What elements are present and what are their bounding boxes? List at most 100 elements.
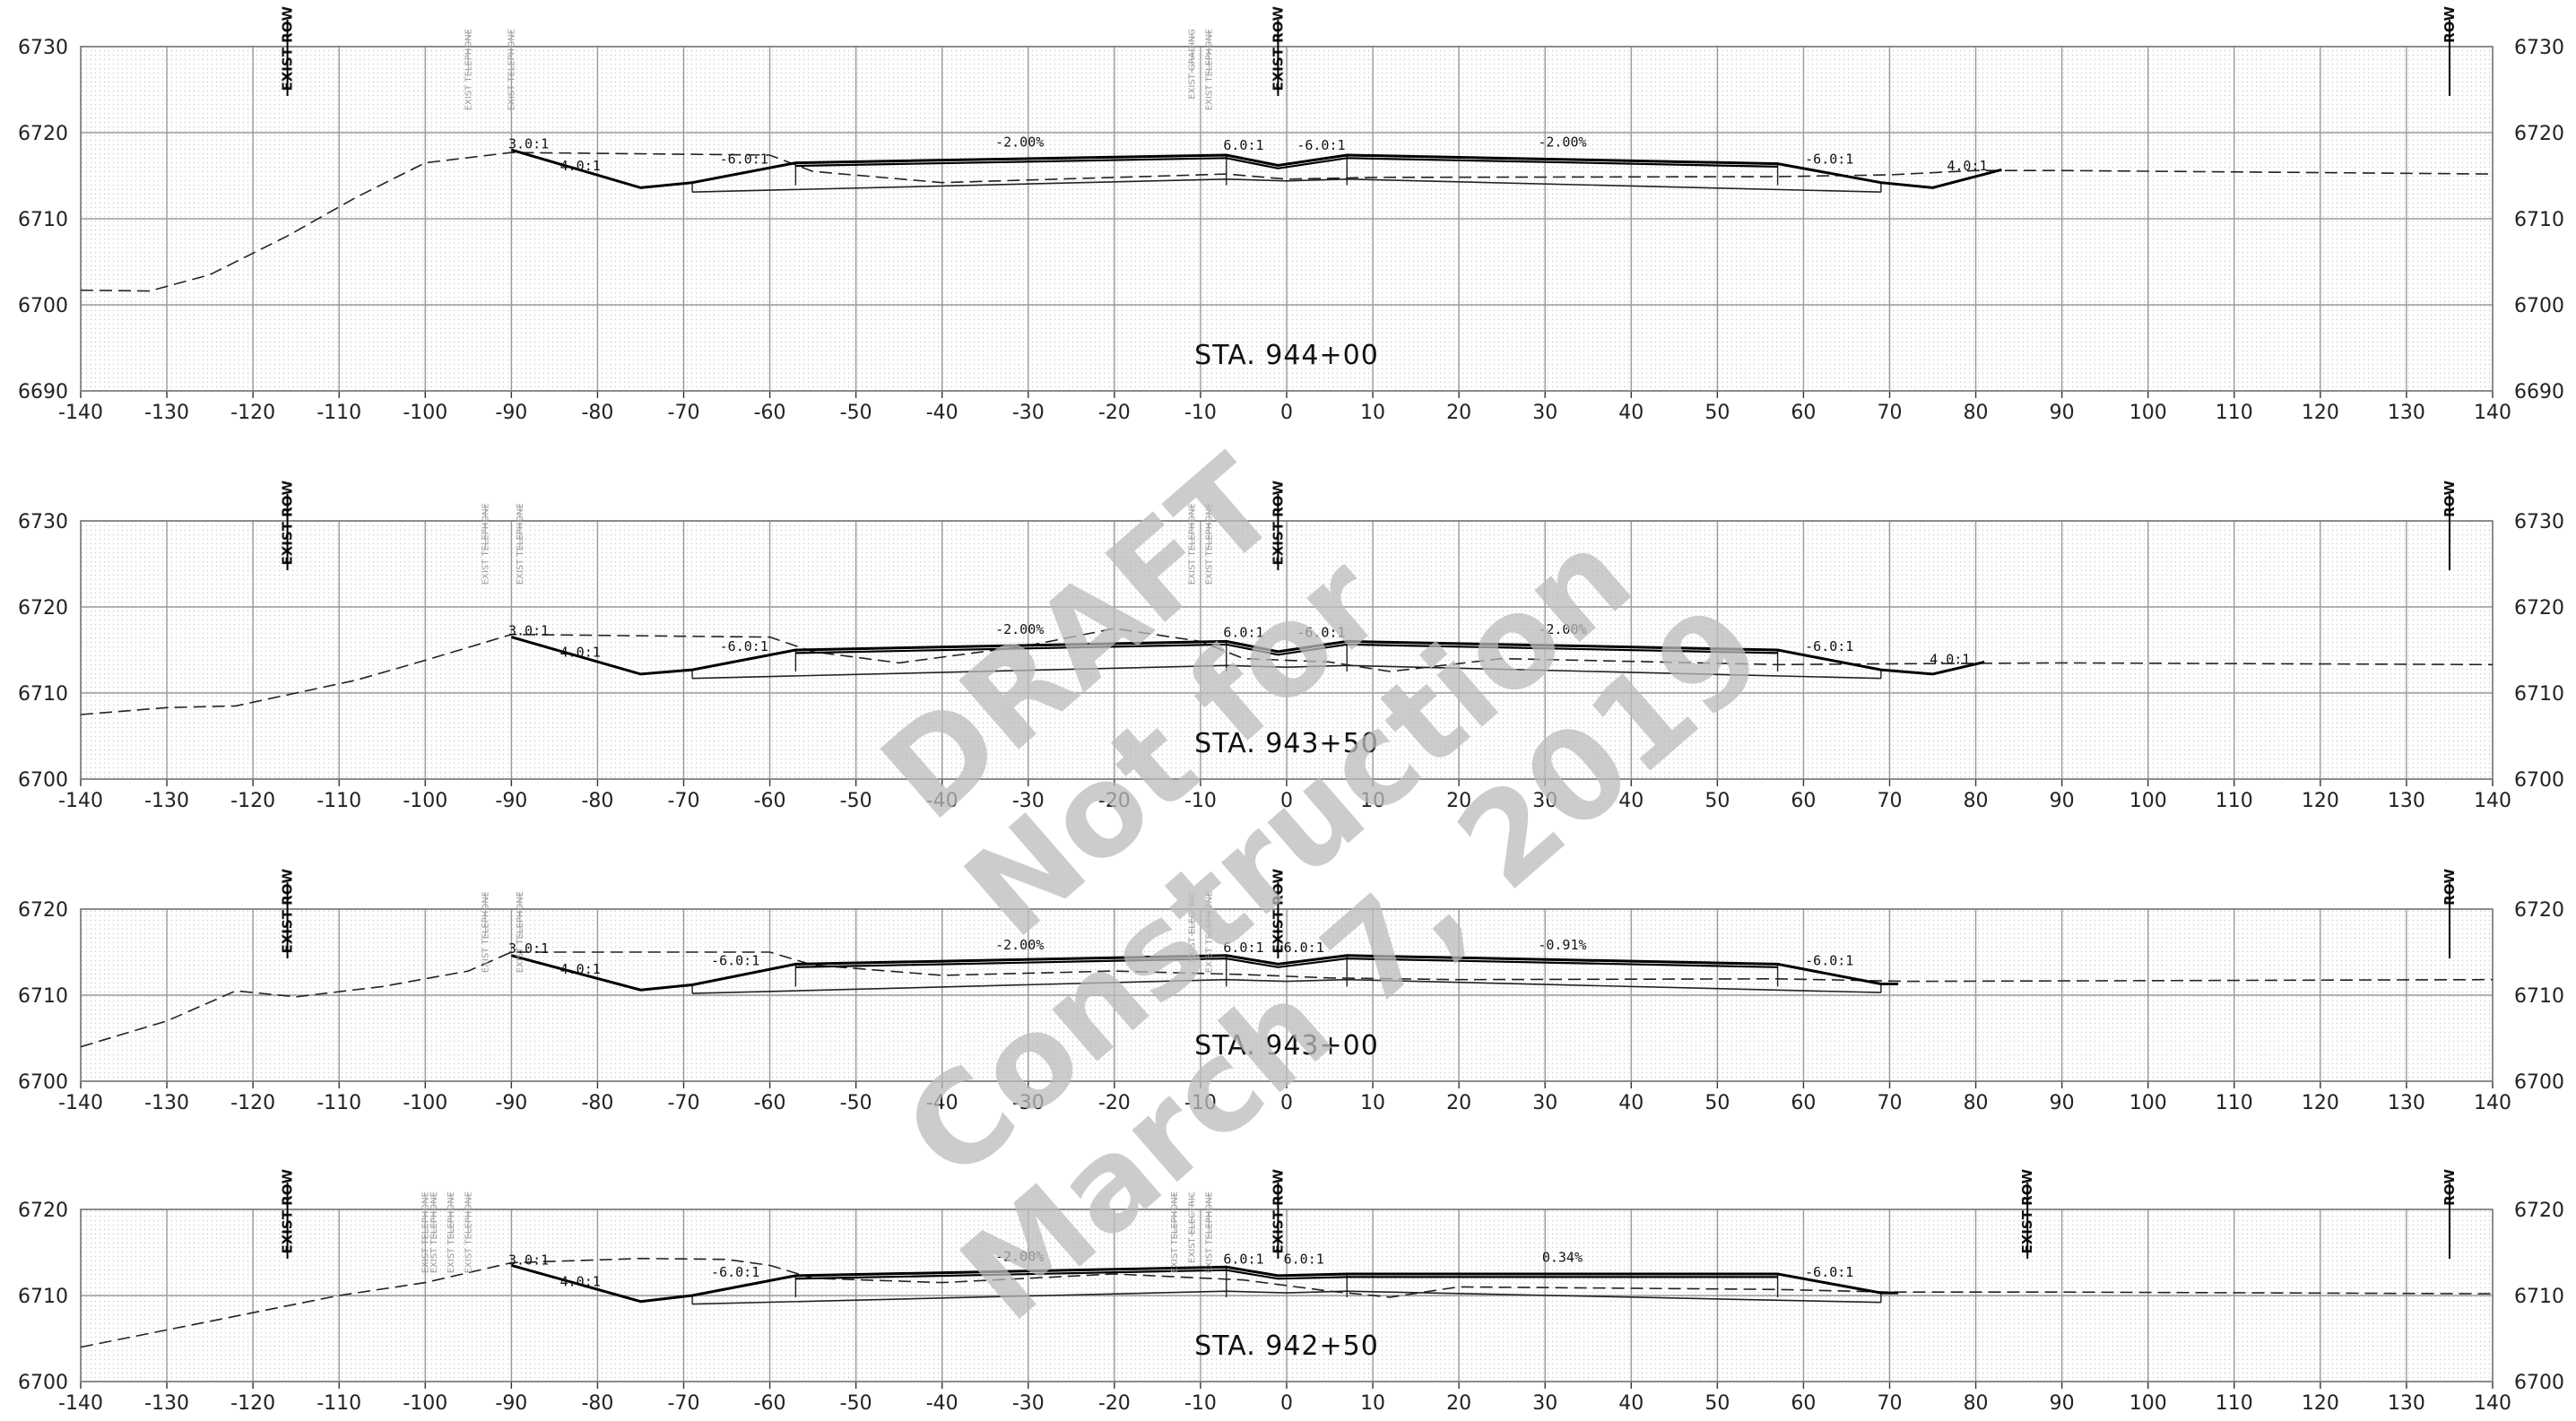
- pavement-layer-line: [795, 957, 1778, 968]
- x-tick-label: -140: [58, 1392, 103, 1415]
- existing-ground-line: [80, 152, 2494, 292]
- section-panels: -140-130-120-110-100-90-80-70-60-50-40-3…: [18, 6, 2564, 1415]
- y-tick-label-right: 6710: [2514, 985, 2564, 1008]
- x-tick-label: 20: [1446, 1392, 1471, 1415]
- x-tick-label: -90: [495, 1092, 527, 1114]
- y-tick-label-left: 6710: [18, 209, 68, 231]
- x-tick-label: 20: [1446, 1092, 1471, 1114]
- x-tick-label: 110: [2216, 1392, 2253, 1415]
- slope-label: -2.00%: [995, 134, 1044, 150]
- slope-label: -6.0:1: [1297, 625, 1345, 641]
- x-tick-label: 100: [2129, 402, 2167, 424]
- plot-frame: [80, 520, 2494, 780]
- slope-label: 6.0:1: [1223, 625, 1263, 641]
- x-tick-label: -90: [495, 790, 527, 812]
- x-tick-label: -80: [581, 1092, 613, 1114]
- station-label: STA. 944+00: [1194, 340, 1379, 371]
- y-tick-label-right: 6720: [2514, 899, 2564, 922]
- slope-label: -6.0:1: [1805, 952, 1853, 968]
- x-tick-label: 50: [1704, 402, 1730, 424]
- y-tick-label-left: 6720: [18, 899, 68, 922]
- x-tick-label: -20: [1098, 1092, 1131, 1114]
- x-tick-label: 50: [1704, 1392, 1730, 1415]
- x-tick-label: 40: [1618, 1392, 1644, 1415]
- slope-label: -6.0:1: [1297, 137, 1345, 153]
- x-tick-label: -60: [754, 1392, 786, 1415]
- slope-label: 6.0:1: [1223, 940, 1263, 956]
- y-tick-label-left: 6700: [18, 769, 68, 792]
- x-tick-label: 60: [1791, 402, 1816, 424]
- slope-label: -2.00%: [995, 1249, 1044, 1265]
- x-tick-label: 0: [1280, 1092, 1293, 1114]
- x-tick-label: 120: [2302, 1392, 2339, 1415]
- x-tick-label: 70: [1878, 402, 1903, 424]
- x-tick-label: 110: [2216, 1092, 2253, 1114]
- x-tick-label: 140: [2474, 1092, 2511, 1114]
- slope-label: -6.0:1: [720, 152, 768, 168]
- x-tick-label: 30: [1532, 1092, 1557, 1114]
- proposed-surface-line: [510, 636, 1985, 676]
- slope-label: 4.0:1: [560, 961, 601, 977]
- section-panel: -140-130-120-110-100-90-80-70-60-50-40-3…: [18, 869, 2564, 1114]
- slope-label: -6.0:1: [720, 638, 768, 654]
- x-tick-label: -40: [926, 1092, 958, 1114]
- x-tick-label: 120: [2302, 790, 2339, 812]
- x-tick-label: -70: [668, 1092, 700, 1114]
- x-tick-label: 120: [2302, 1092, 2339, 1114]
- x-tick-label: -140: [58, 402, 103, 424]
- x-tick-label: 100: [2129, 1092, 2167, 1114]
- y-tick-label-right: 6700: [2514, 1071, 2564, 1094]
- slope-label: 4.0:1: [1947, 158, 1987, 174]
- y-tick-label-right: 6730: [2514, 511, 2564, 533]
- x-tick-label: 0: [1280, 790, 1293, 812]
- x-tick-label: -40: [926, 790, 958, 812]
- x-tick-label: -130: [144, 1092, 189, 1114]
- slope-label: -6.0:1: [1805, 1264, 1853, 1280]
- x-tick-label: 10: [1360, 790, 1385, 812]
- x-tick-label: 70: [1878, 1092, 1903, 1114]
- subgrade-line: [692, 664, 1881, 680]
- y-tick-label-left: 6720: [18, 1200, 68, 1222]
- slope-label: -6.0:1: [1805, 152, 1853, 168]
- x-tick-label: 10: [1360, 1392, 1385, 1415]
- x-tick-label: -100: [403, 1392, 447, 1415]
- x-tick-label: 120: [2302, 402, 2339, 424]
- x-tick-label: -90: [495, 1392, 527, 1415]
- x-tick-label: -80: [581, 790, 613, 812]
- x-tick-label: -100: [403, 1092, 447, 1114]
- x-tick-label: -10: [1184, 402, 1217, 424]
- x-tick-label: 50: [1704, 1092, 1730, 1114]
- x-tick-label: 10: [1360, 1092, 1385, 1114]
- section-panel: -140-130-120-110-100-90-80-70-60-50-40-3…: [18, 6, 2564, 424]
- y-tick-label-right: 6700: [2514, 295, 2564, 317]
- x-tick-label: 110: [2216, 402, 2253, 424]
- station-label: STA. 943+00: [1194, 1030, 1379, 1061]
- x-tick-label: 40: [1618, 1092, 1644, 1114]
- x-tick-label: 60: [1791, 790, 1816, 812]
- x-tick-label: -60: [754, 1092, 786, 1114]
- y-tick-label-right: 6730: [2514, 37, 2564, 59]
- x-tick-label: 90: [2050, 790, 2075, 812]
- x-tick-label: -10: [1184, 1092, 1217, 1114]
- y-tick-label-right: 6710: [2514, 1286, 2564, 1308]
- y-tick-label-right: 6690: [2514, 381, 2564, 403]
- x-tick-label: -90: [495, 402, 527, 424]
- x-tick-label: 40: [1618, 402, 1644, 424]
- y-tick-label-right: 6720: [2514, 1200, 2564, 1222]
- x-tick-label: -60: [754, 790, 786, 812]
- slope-label: 6.0:1: [1223, 1251, 1263, 1267]
- y-tick-label-left: 6700: [18, 1071, 68, 1094]
- slope-label: -6.0:1: [711, 1264, 759, 1280]
- x-tick-label: -30: [1012, 402, 1045, 424]
- slope-label: -2.00%: [1538, 134, 1586, 150]
- y-tick-label-right: 6710: [2514, 683, 2564, 706]
- x-tick-label: 90: [2050, 1092, 2075, 1114]
- y-tick-label-left: 6710: [18, 1286, 68, 1308]
- subgrade-line: [692, 978, 1881, 994]
- slope-label: -2.00%: [995, 937, 1044, 953]
- plot-frame: [80, 1209, 2494, 1382]
- x-tick-label: -120: [230, 1392, 275, 1415]
- x-tick-label: 0: [1280, 402, 1293, 424]
- y-tick-label-left: 6710: [18, 985, 68, 1008]
